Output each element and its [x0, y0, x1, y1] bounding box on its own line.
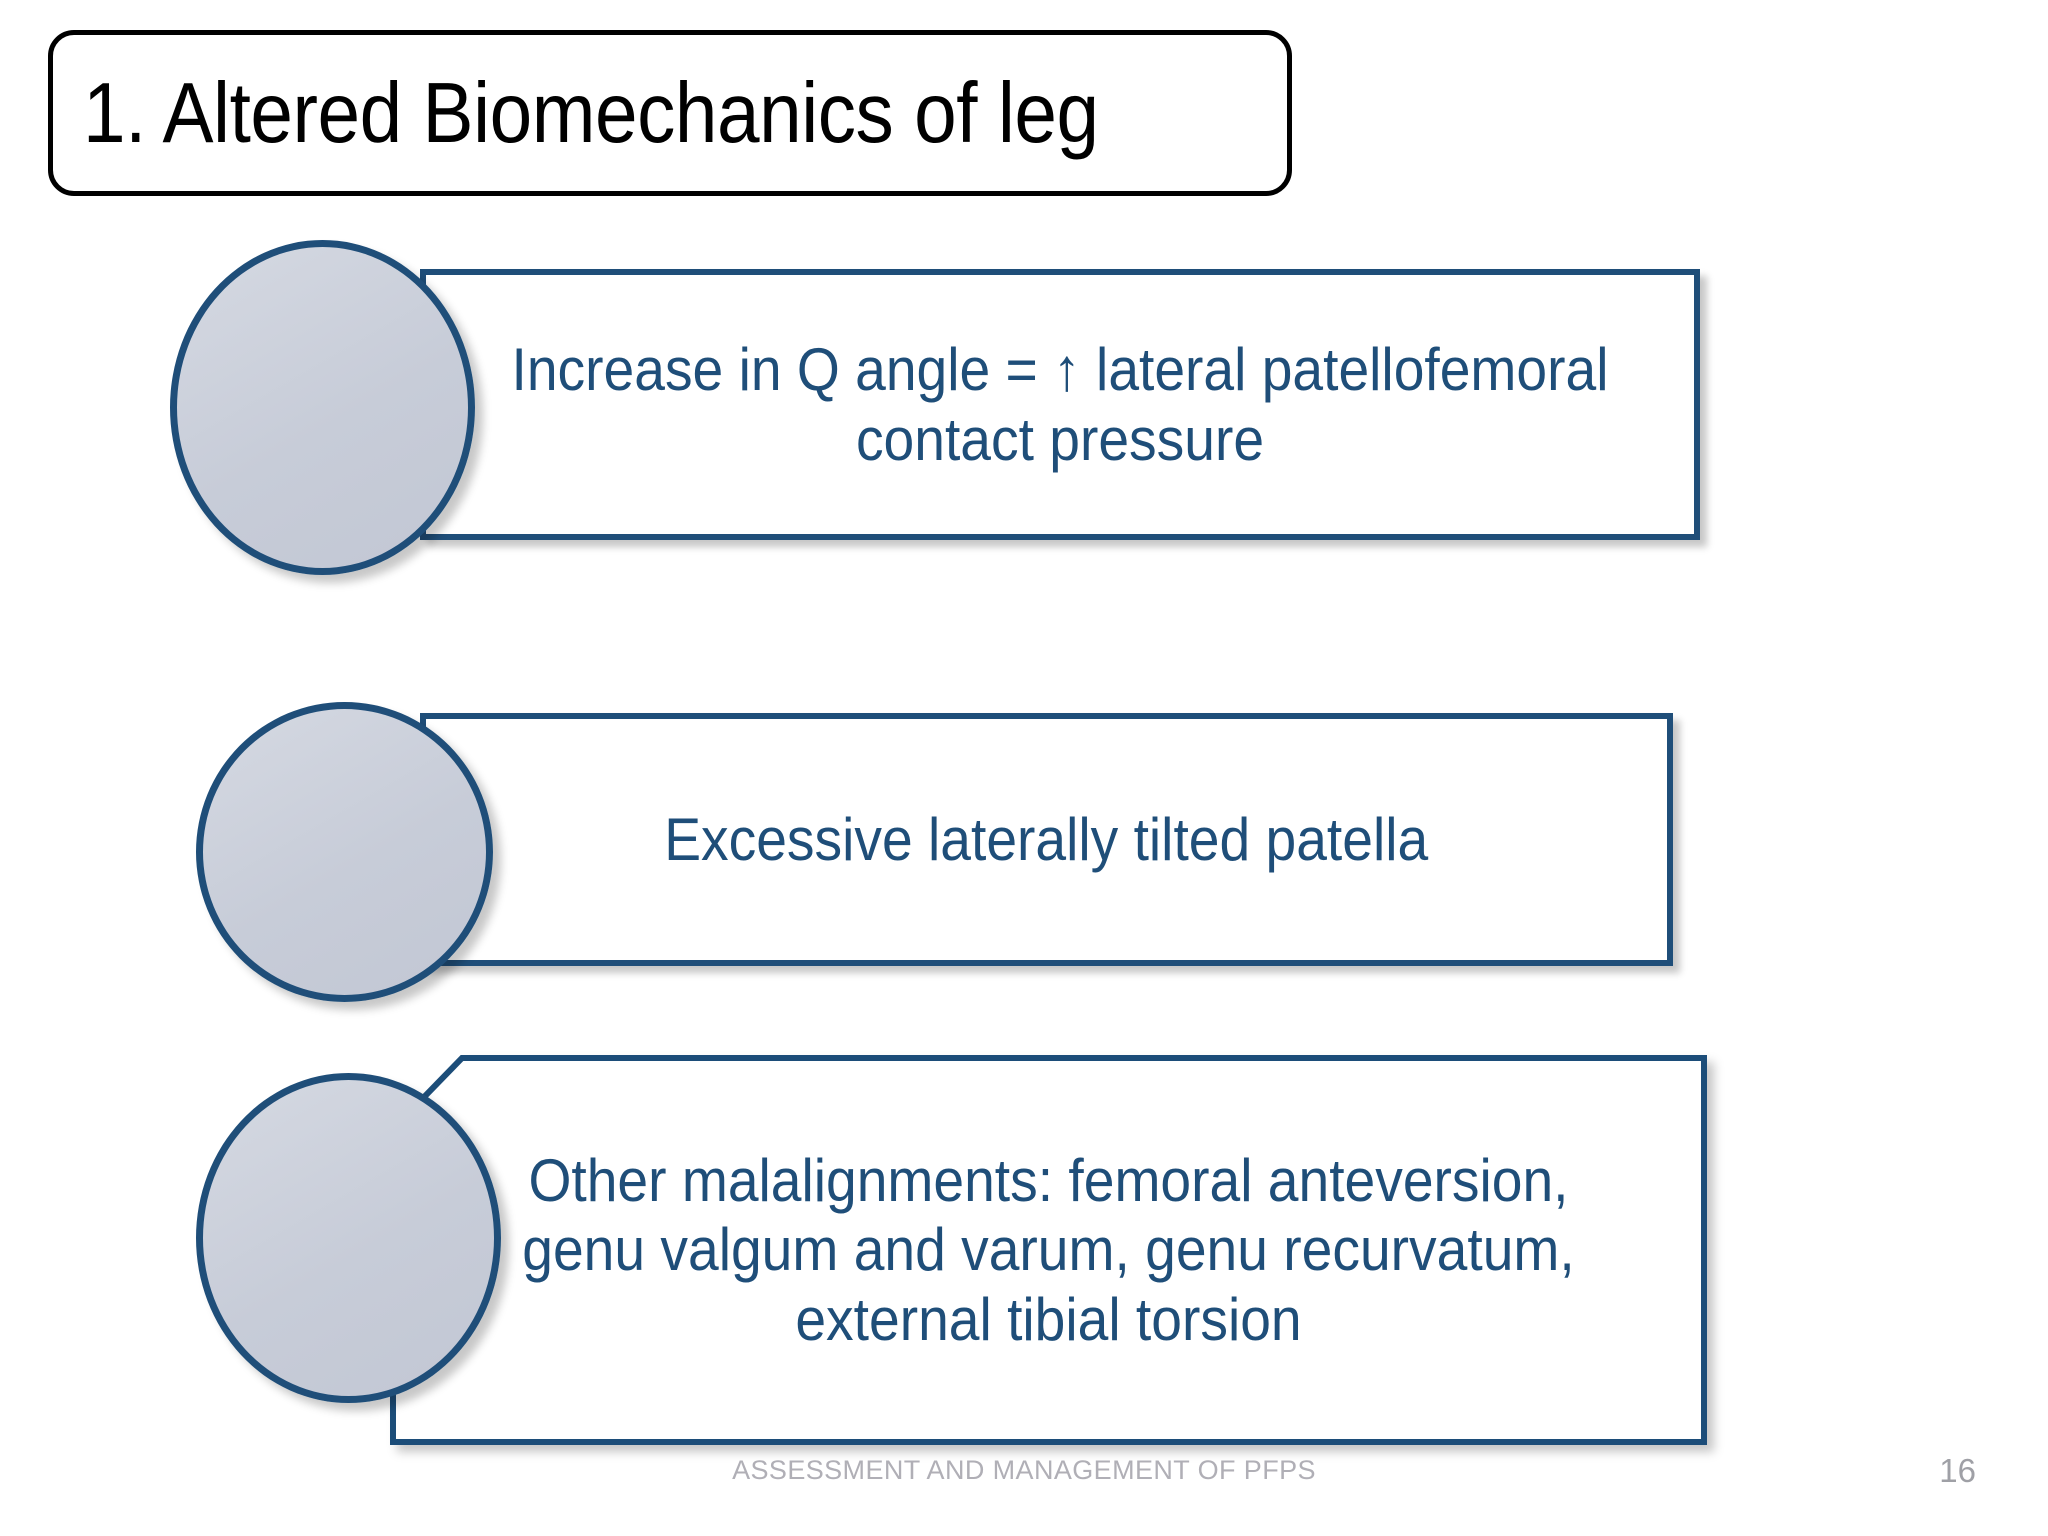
bullet-callout-1: Increase in Q angle = ↑ lateral patellof… — [420, 269, 1700, 540]
bullet-bubble-3 — [196, 1073, 501, 1403]
bullet-callout-2: Excessive laterally tilted patella — [420, 713, 1673, 966]
bullet-bubble-1 — [170, 240, 475, 575]
page-title: 1. Altered Biomechanics of leg — [83, 65, 1099, 161]
bullet-callout-3: Other malalignments: femoral anteversion… — [390, 1055, 1707, 1445]
page-number: 16 — [1939, 1452, 1976, 1489]
bullet-bubble-2 — [196, 702, 493, 1002]
slide-title-box: 1. Altered Biomechanics of leg — [48, 30, 1292, 196]
slide-footer: ASSESSMENT AND MANAGEMENT OF PFPS — [732, 1455, 1316, 1485]
bullet-text-3: Other malalignments: femoral anteversion… — [522, 1146, 1575, 1353]
bullet-text-2: Excessive laterally tilted patella — [664, 805, 1429, 873]
bullet-text-1: Increase in Q angle = ↑ lateral patellof… — [511, 335, 1609, 473]
